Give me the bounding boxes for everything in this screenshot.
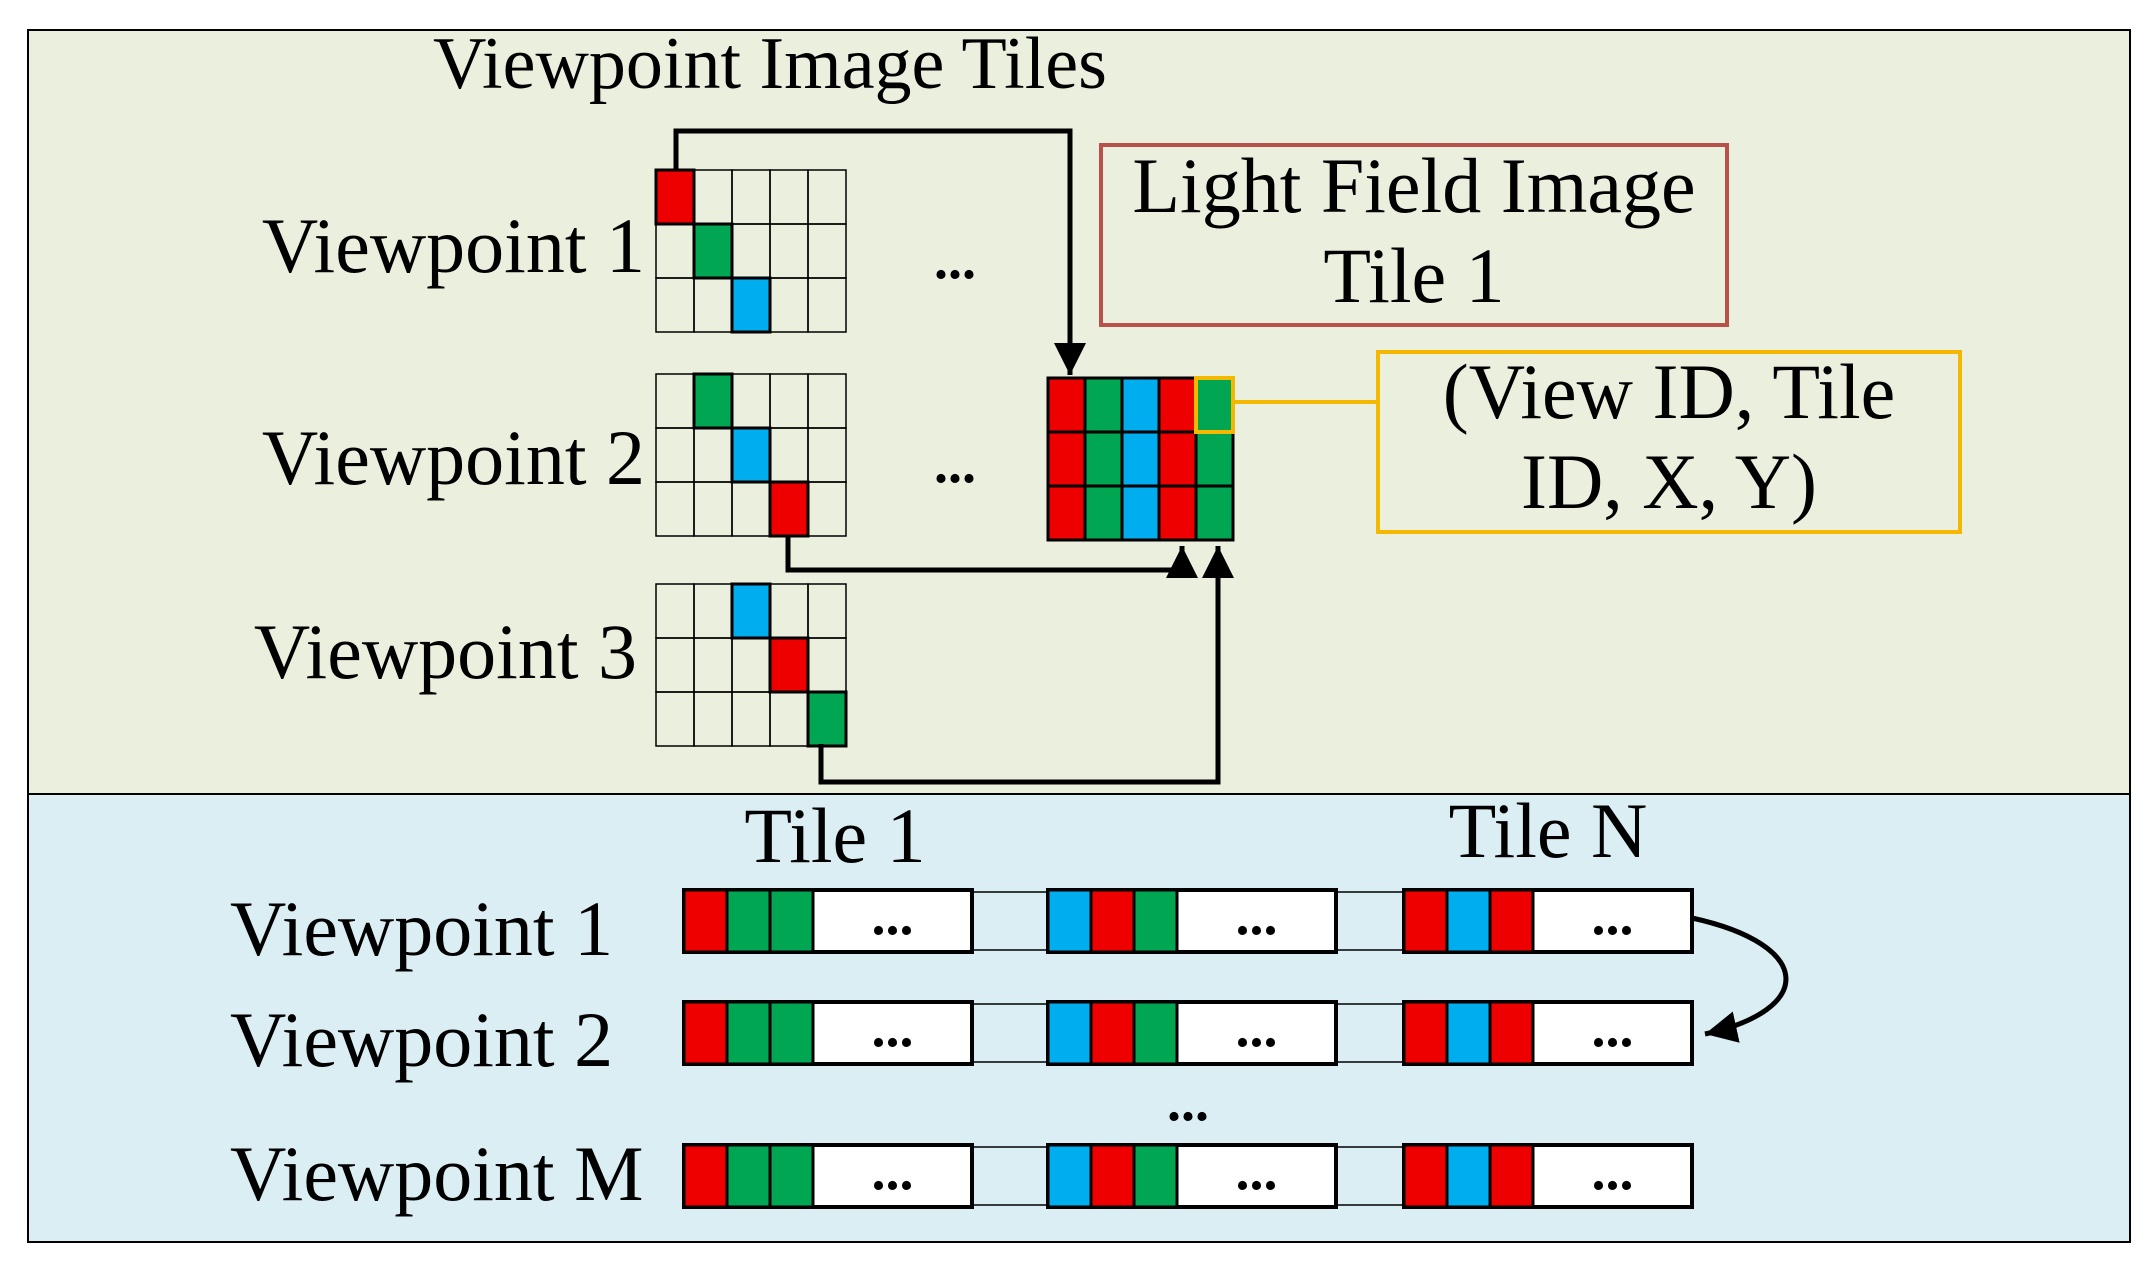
highlighted-tile (806, 690, 848, 748)
bottom-viewpoint-1-label: Viewpoint 1 (230, 885, 613, 972)
lf-tile-cell (1046, 484, 1087, 542)
tile-sequence-cell (1445, 888, 1492, 954)
viewpoint-1-tile-grid (654, 168, 847, 334)
viewpoint-image-tiles-title: Viewpoint Image Tiles (433, 23, 1107, 105)
bottom-row-gap-ellipsis: ... (1167, 1071, 1209, 1133)
tile-sequence-cell (725, 1000, 772, 1066)
tile-sequence-cell (1488, 888, 1535, 954)
bottom-tile-rows: ........................... (682, 885, 1694, 1209)
highlighted-tile (730, 582, 772, 640)
light-field-image-tile-grid (1046, 376, 1235, 542)
tile-sequence-cell (1132, 1143, 1179, 1209)
tile-sequence-cell (1402, 888, 1449, 954)
tile-sequence-cell (682, 1000, 729, 1066)
lf-tile-cell (1083, 376, 1124, 434)
tile-sequence-cell (1402, 1143, 1449, 1209)
tile-sequence-ellipsis: ... (1236, 885, 1278, 947)
highlighted-tile (768, 636, 810, 694)
tile-tuple-line-2: ID, X, Y) (1521, 438, 1817, 525)
lf-tile-cell (1120, 376, 1161, 434)
tile-sequence-ellipsis: ... (1236, 997, 1278, 1059)
tile-sequence-cell (1488, 1143, 1535, 1209)
tile-sequence-cell (1046, 1000, 1093, 1066)
highlighted-tile (692, 222, 734, 280)
lf-tile-cell (1157, 484, 1198, 542)
tile-sequence-cell (682, 888, 729, 954)
row-wrap-arrow (1691, 915, 1789, 1043)
arrow-vp1-to-lf-tile (673, 128, 1086, 375)
grid-cell (807, 277, 847, 333)
light-field-image-tile-box (1099, 143, 1729, 327)
tile-sequence-ellipsis: ... (872, 997, 914, 1059)
tile-sequence-cell (1132, 888, 1179, 954)
lf-tile-cell (1157, 376, 1198, 434)
tile-sequence-ellipsis: ... (872, 885, 914, 947)
tile-sequence-cell (1402, 1000, 1449, 1066)
tile-sequence-cell (768, 1143, 815, 1209)
tile-sequence-ellipsis: ... (1592, 885, 1634, 947)
lf-tile-cell (1046, 376, 1087, 434)
tile-sequence-cell (768, 1000, 815, 1066)
tile-sequence-ellipsis: ... (1592, 1140, 1634, 1202)
top-ellipsis-2: ... (934, 433, 976, 495)
highlighted-tile (692, 372, 734, 430)
tile-sequence-cell (725, 888, 772, 954)
tile-sequence-cell (1089, 1000, 1136, 1066)
lf-tile-cell (1083, 484, 1124, 542)
lf-tile-cell (1194, 430, 1235, 488)
lf-tile-highlighted-cell (1194, 376, 1235, 434)
light-field-tile-label: Tile 1 (1323, 232, 1504, 319)
lf-tile-cell (1120, 484, 1161, 542)
top-viewpoint-3-label: Viewpoint 3 (254, 608, 637, 695)
arrow-vp2-to-lf-tile (785, 535, 1198, 578)
highlighted-tile (730, 426, 772, 484)
bottom-viewpoint-2-label: Viewpoint 2 (230, 996, 613, 1083)
tile-sequence-ellipsis: ... (872, 1140, 914, 1202)
lf-tile-cell (1194, 484, 1235, 542)
bottom-viewpoint-m-label: Viewpoint M (230, 1130, 643, 1217)
tile-tuple-line-1: (View ID, Tile (1443, 348, 1896, 435)
tile-sequence-cell (1046, 1143, 1093, 1209)
tile-tuple-box (1376, 350, 1962, 534)
viewpoint-3-tile-grid (655, 582, 848, 748)
tile-sequence-cell (1089, 888, 1136, 954)
light-field-image-label: Light Field Image (1132, 142, 1695, 229)
arrow-vp3-to-lf-tile (818, 546, 1234, 785)
lf-tile-cell (1046, 430, 1087, 488)
lf-tile-cell (1157, 430, 1198, 488)
tile-sequence-cell (768, 888, 815, 954)
lf-tile-cell (1083, 430, 1124, 488)
tile-sequence-cell (1488, 1000, 1535, 1066)
top-viewpoint-1-label: Viewpoint 1 (262, 202, 645, 289)
tile-sequence-cell (725, 1143, 772, 1209)
tile-sequence-cell (1445, 1000, 1492, 1066)
tile-sequence-cell (1089, 1143, 1136, 1209)
top-viewpoint-2-label: Viewpoint 2 (262, 414, 645, 501)
top-ellipsis-1: ... (934, 229, 976, 291)
tile-sequence-ellipsis: ... (1592, 997, 1634, 1059)
tile-n-header: Tile N (1449, 787, 1648, 874)
highlighted-tile (768, 480, 810, 538)
tile-sequence-cell (682, 1143, 729, 1209)
tile-sequence-cell (1445, 1143, 1492, 1209)
lf-tile-cell (1120, 430, 1161, 488)
tile-sequence-ellipsis: ... (1236, 1140, 1278, 1202)
tile-1-header: Tile 1 (744, 792, 925, 879)
highlighted-tile (730, 276, 772, 334)
tile-sequence-cell (1046, 888, 1093, 954)
tile-sequence-cell (1132, 1000, 1179, 1066)
highlighted-tile (654, 168, 696, 226)
